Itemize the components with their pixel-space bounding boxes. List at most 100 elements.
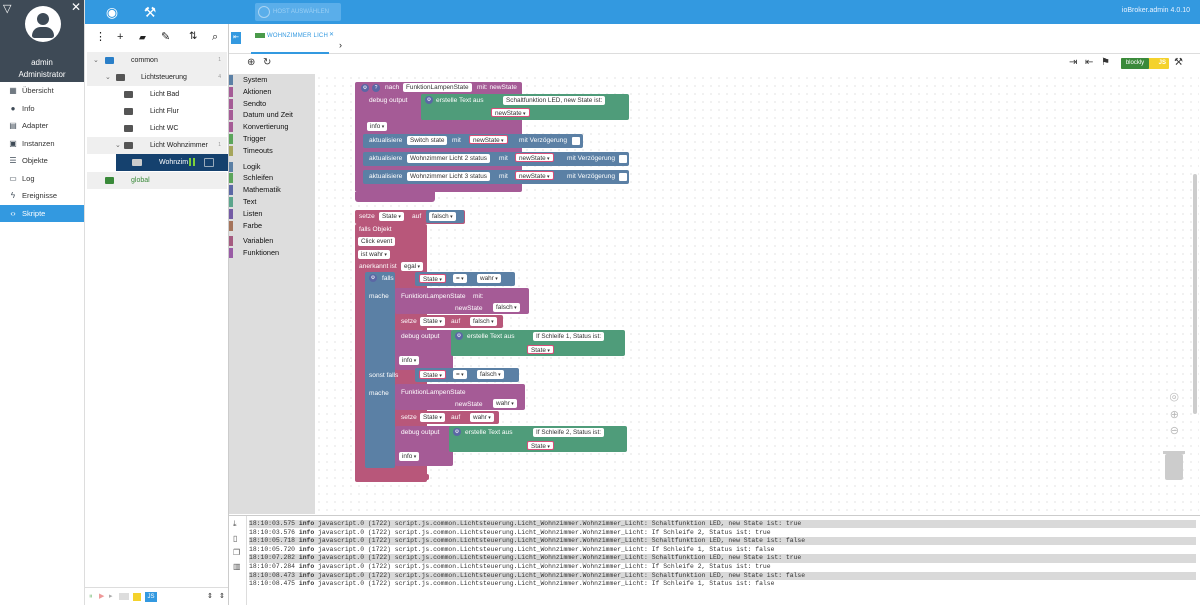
chevron-down-icon[interactable]: ⌄: [115, 142, 121, 149]
gear-icon[interactable]: ⚙: [453, 428, 461, 436]
variable-field[interactable]: State: [419, 370, 446, 379]
blockly-filter-icon[interactable]: [119, 593, 129, 600]
zoom-out-icon[interactable]: ⊖: [1169, 425, 1179, 437]
log-row[interactable]: 18:10:05.718 info javascript.0 (1722) sc…: [249, 537, 1196, 546]
search-icon[interactable]: ⌕: [212, 31, 219, 43]
refresh-icon[interactable]: ↻: [263, 57, 272, 68]
state-field[interactable]: Switch state: [407, 136, 448, 145]
tree-script-wohnzimmer[interactable]: Wohnzim: [116, 154, 228, 171]
tree-folder-licht-flur[interactable]: Licht Flur: [87, 103, 227, 120]
ts-filter-button[interactable]: JS: [145, 592, 157, 602]
log-row[interactable]: 18:10:03.575 info javascript.0 (1722) sc…: [249, 520, 1196, 529]
add-script-icon[interactable]: +: [117, 31, 124, 43]
chevron-right-icon[interactable]: ›: [339, 40, 342, 50]
category-variablen[interactable]: Variablen: [229, 235, 315, 247]
category-schleifen[interactable]: Schleifen: [229, 172, 315, 184]
center-view-icon[interactable]: ◎: [1169, 391, 1179, 403]
eye-icon[interactable]: ◉: [105, 4, 119, 20]
menu-item-objekte[interactable]: ☰Objekte: [0, 152, 84, 170]
function-name-field[interactable]: FunktionLampenState: [403, 83, 472, 92]
delete-icon[interactable]: ▯: [233, 534, 238, 543]
pause-icon[interactable]: ⏸: [89, 593, 93, 600]
edit-icon[interactable]: ✎: [161, 31, 171, 43]
chevron-down-icon[interactable]: ⌄: [93, 57, 99, 64]
variable-select[interactable]: State: [420, 413, 445, 422]
operator-select[interactable]: =: [453, 274, 467, 283]
tab-wohnzimmer-licht[interactable]: WOHNZIMMER LICH: [255, 33, 328, 39]
close-menu-icon[interactable]: ✕: [70, 0, 81, 14]
category-farbe[interactable]: Farbe: [229, 220, 315, 232]
expand-icon[interactable]: ⇕: [207, 593, 213, 600]
category-konvertierung[interactable]: Konvertierung: [229, 121, 315, 133]
object-field[interactable]: Click event: [358, 237, 396, 246]
category-listen[interactable]: Listen: [229, 208, 315, 220]
stop-icon[interactable]: ▸: [109, 593, 113, 600]
gear-icon[interactable]: ⚙: [455, 332, 463, 340]
log-row[interactable]: 18:10:08.473 info javascript.0 (1722) sc…: [249, 571, 1196, 580]
copy-icon[interactable]: ❐: [233, 548, 241, 557]
tree-folder-licht-bad[interactable]: Licht Bad: [87, 86, 227, 103]
chevron-down-icon[interactable]: ⌄: [105, 74, 111, 81]
category-trigger[interactable]: Trigger: [229, 133, 315, 145]
tree-folder-licht-wc[interactable]: Licht WC: [87, 120, 227, 137]
string-field[interactable]: If Schleife 2, Status ist:: [533, 428, 605, 437]
help-icon[interactable]: ?: [372, 84, 380, 92]
log-row[interactable]: 18:10:08.475 info javascript.0 (1722) sc…: [249, 580, 1196, 588]
category-funktionen[interactable]: Funktionen: [229, 247, 315, 259]
boolean-select[interactable]: wahr: [477, 274, 501, 283]
sort-icon[interactable]: ⇅: [189, 31, 198, 42]
log-row[interactable]: 18:10:07.284 info javascript.0 (1722) sc…: [249, 563, 1196, 571]
tree-folder-lichtsteuerung[interactable]: ⌄ Lichtsteuerung 4: [87, 69, 227, 86]
menu-item-adapter[interactable]: ▤Adapter: [0, 117, 84, 135]
workspace-scrollbar[interactable]: [1193, 174, 1197, 414]
condition-select[interactable]: ist wahr: [358, 250, 390, 259]
category-timeouts[interactable]: Timeouts: [229, 145, 315, 157]
logo-triangle-icon[interactable]: ▽: [3, 3, 12, 15]
category-text[interactable]: Text: [229, 196, 315, 208]
category-system[interactable]: System: [229, 74, 315, 86]
category-aktionen[interactable]: Aktionen: [229, 86, 315, 98]
menu-item-info[interactable]: ●Info: [0, 100, 84, 118]
blockly-workspace[interactable]: ⚙ ? nach FunktionLampenState mit: newSta…: [315, 74, 1199, 514]
boolean-select[interactable]: falsch: [470, 317, 497, 326]
wrench-icon[interactable]: ⚒: [143, 4, 157, 20]
wrench-icon[interactable]: ⚒: [1174, 57, 1183, 68]
menu-item-instanzen[interactable]: ▣Instanzen: [0, 135, 84, 153]
variable-field[interactable]: newState: [491, 108, 530, 117]
variable-select[interactable]: State: [420, 317, 445, 326]
tree-folder-global[interactable]: global: [87, 172, 227, 189]
delay-checkbox[interactable]: [619, 155, 627, 163]
tab-close-icon[interactable]: ✕: [329, 32, 335, 38]
columns-icon[interactable]: ▥: [233, 562, 241, 571]
if-block[interactable]: [365, 272, 395, 468]
log-level-select[interactable]: info: [399, 452, 420, 461]
boolean-select[interactable]: wahr: [493, 399, 517, 408]
collapse-icon[interactable]: ⇕: [219, 593, 225, 600]
variable-field[interactable]: State: [419, 274, 446, 283]
delay-checkbox[interactable]: [572, 137, 580, 145]
ack-select[interactable]: egal: [401, 262, 423, 271]
import-blocks-icon[interactable]: ⇤: [1085, 57, 1094, 68]
zoom-in-icon[interactable]: ⊕: [1169, 409, 1179, 421]
gear-icon[interactable]: ⚙: [369, 274, 377, 282]
log-row[interactable]: 18:10:05.720 info javascript.0 (1722) sc…: [249, 546, 1196, 554]
add-folder-icon[interactable]: ▰: [139, 32, 146, 42]
log-row[interactable]: 18:10:07.282 info javascript.0 (1722) sc…: [249, 554, 1196, 563]
variable-field[interactable]: State: [527, 345, 554, 354]
collapse-tree-button[interactable]: ⇤: [231, 32, 241, 44]
boolean-select[interactable]: wahr: [470, 413, 494, 422]
operator-select[interactable]: =: [453, 370, 467, 379]
state-field[interactable]: Wohnzimmer Licht 3 status: [407, 172, 490, 181]
category-mathematik[interactable]: Mathematik: [229, 184, 315, 196]
js-filter-icon[interactable]: [133, 593, 141, 601]
delay-checkbox[interactable]: [619, 173, 627, 181]
play-icon[interactable]: ▶: [99, 593, 105, 600]
variable-field[interactable]: newState: [515, 171, 554, 180]
boolean-select[interactable]: falsch: [493, 303, 520, 312]
gear-icon[interactable]: ⚙: [361, 84, 369, 92]
gear-icon[interactable]: ⚙: [425, 96, 433, 104]
menu-item-uebersicht[interactable]: ▦Übersicht: [0, 82, 84, 100]
checkered-flag-icon[interactable]: ⚑: [1101, 57, 1110, 68]
